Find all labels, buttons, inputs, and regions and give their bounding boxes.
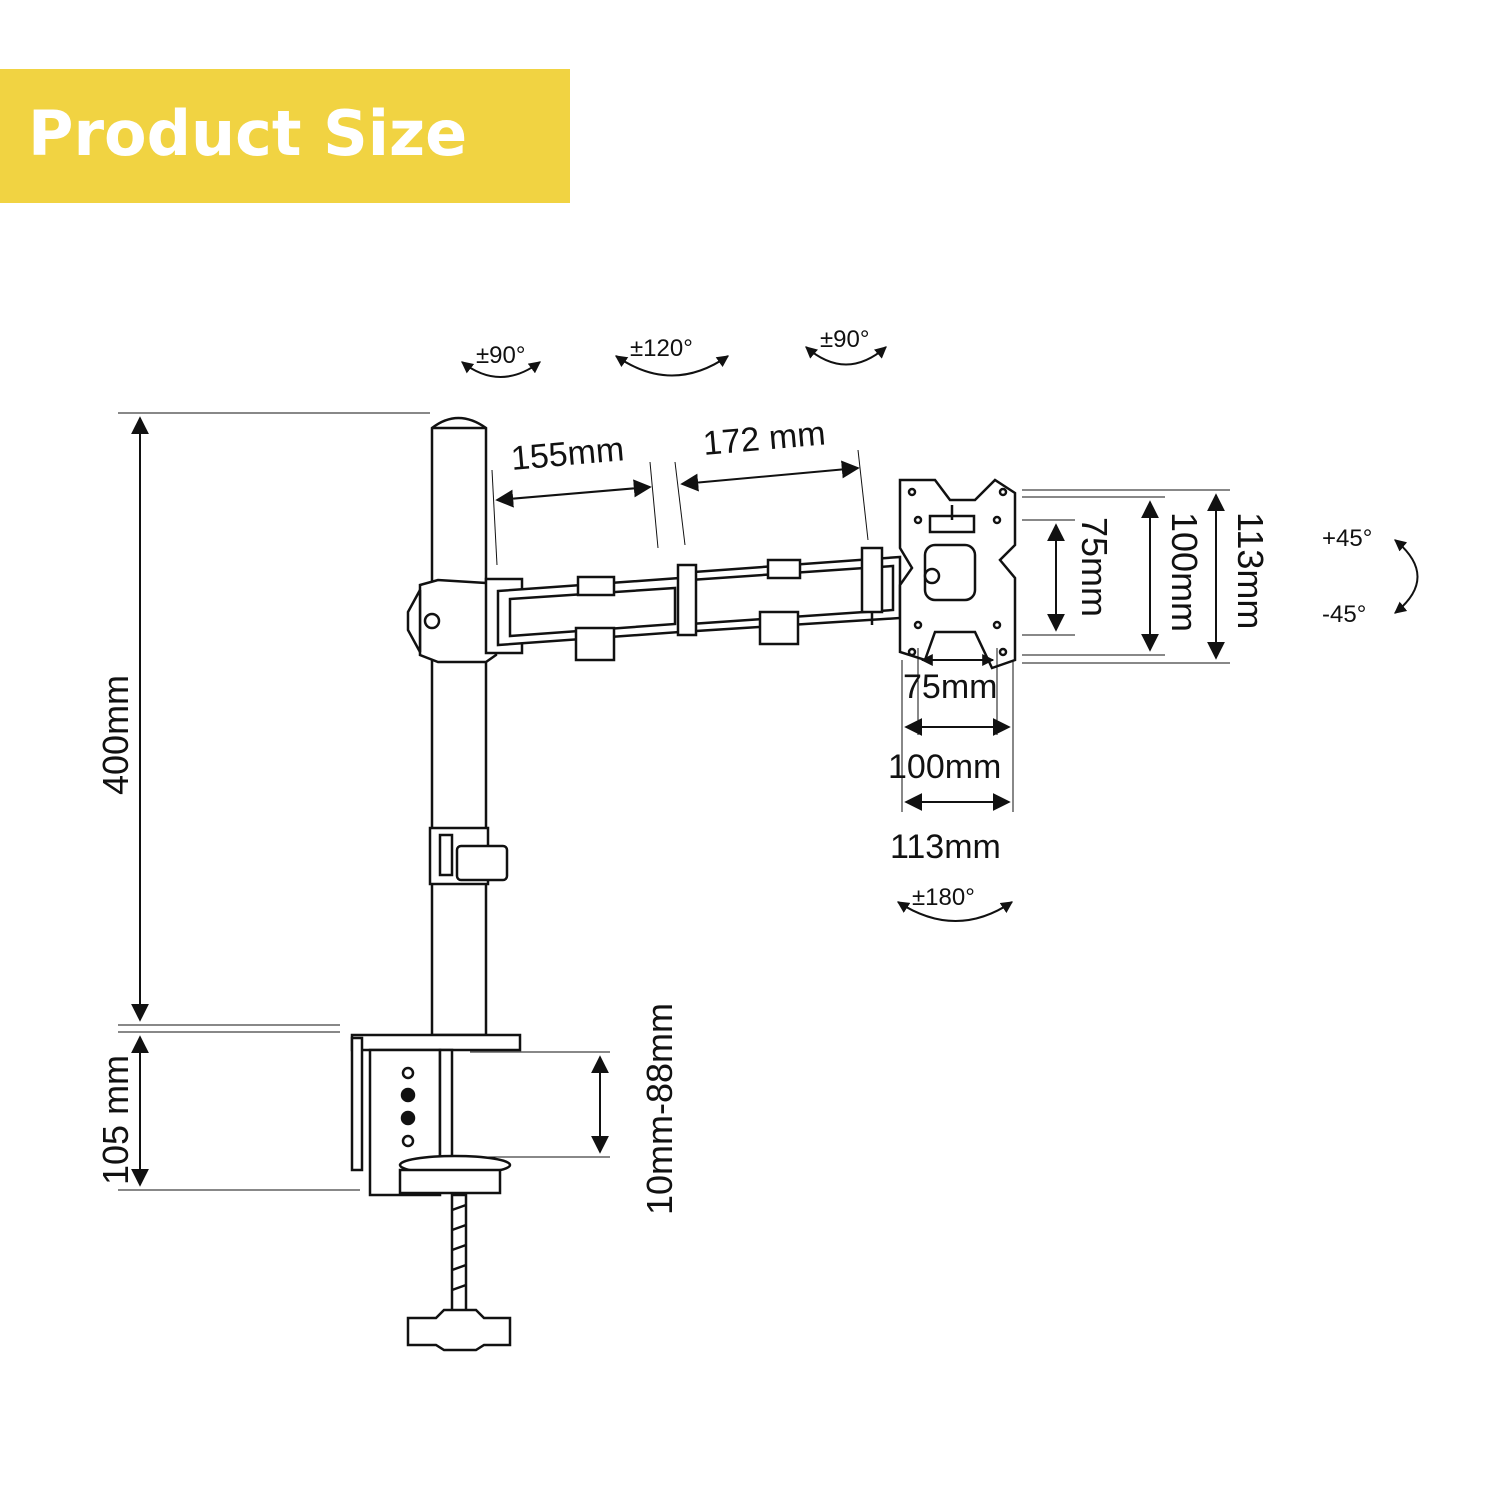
arm-inner-label: 155mm [509,430,625,478]
vesa-h100-label: 100mm [888,748,1001,786]
arm-swivel-label: ±120° [630,335,693,362]
clamp-range-label: 10mm-88mm [639,1003,680,1215]
page-title: Product Size [28,97,468,170]
tilt-down-label: -45° [1322,601,1366,628]
vesa-v113-label: 113mm [1230,512,1271,629]
title-banner: Product Size [0,69,570,203]
pole-height-label: 400mm [95,675,136,795]
tilt-arc [1394,539,1419,614]
rotation-label: ±180° [912,884,975,911]
arm-outer-arrow [680,460,860,492]
product-drawing [350,416,1017,1352]
vesa-h75-label: 75mm [903,668,997,706]
pole-swivel-arc [461,361,541,378]
rotation-arc [896,901,1013,922]
dimension-lines [118,412,1230,1191]
clamp-height-label: 105 mm [95,1055,136,1185]
head-swivel-label: ±90° [820,326,869,353]
rotation-arcs [461,346,1419,922]
head-swivel-arc [805,346,887,366]
labels: ±90° ±120° ±90° +45° -45° ±180° 155mm 17… [95,326,1372,1215]
desk-clamp [350,1033,522,1352]
arm-inner-arrow [495,479,652,508]
arm [496,546,902,662]
vesa-v100-label: 100mm [1164,512,1205,632]
vesa-v75-label: 75mm [1074,517,1115,617]
vesa-plate [898,478,1017,670]
pole-swivel-label: ±90° [476,342,525,369]
pole [428,416,509,1037]
arm-outer-label: 172 mm [701,414,827,463]
arm-swivel-arc [615,355,729,377]
tilt-up-label: +45° [1322,525,1372,552]
vesa-h113-label: 113mm [890,828,1001,866]
